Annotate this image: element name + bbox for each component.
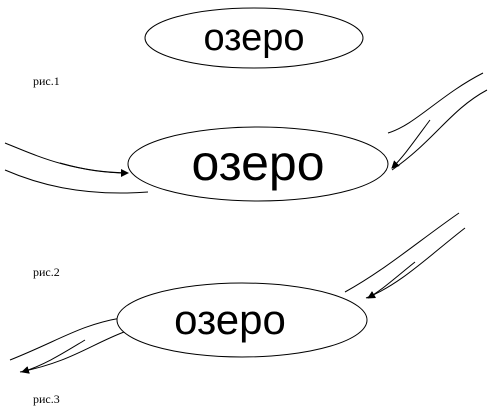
figure-3: озеро рис.3 xyxy=(9,212,466,406)
lake-label: озеро xyxy=(191,135,324,191)
figure-label: рис.2 xyxy=(33,265,60,279)
figure-label: рис.1 xyxy=(33,74,60,88)
inflow-arrow xyxy=(391,119,431,169)
outflow-arrow xyxy=(21,339,86,374)
inflow-arrow xyxy=(59,162,129,177)
river-inflow-left xyxy=(4,142,149,194)
figure-label: рис.3 xyxy=(33,392,60,406)
lake-ellipse xyxy=(116,282,368,358)
lake-ellipse xyxy=(144,7,364,69)
river-inflow-right xyxy=(387,72,488,171)
river-outflow-left xyxy=(9,317,125,374)
inflow-arrow xyxy=(367,261,416,299)
lake-label: озеро xyxy=(174,296,286,343)
figure-1: озеро рис.1 xyxy=(33,7,364,88)
lake-label: озеро xyxy=(203,17,304,59)
river-inflow-right xyxy=(344,212,466,299)
lake-ellipse xyxy=(127,126,389,202)
figure-2: озеро рис.2 xyxy=(4,72,488,279)
